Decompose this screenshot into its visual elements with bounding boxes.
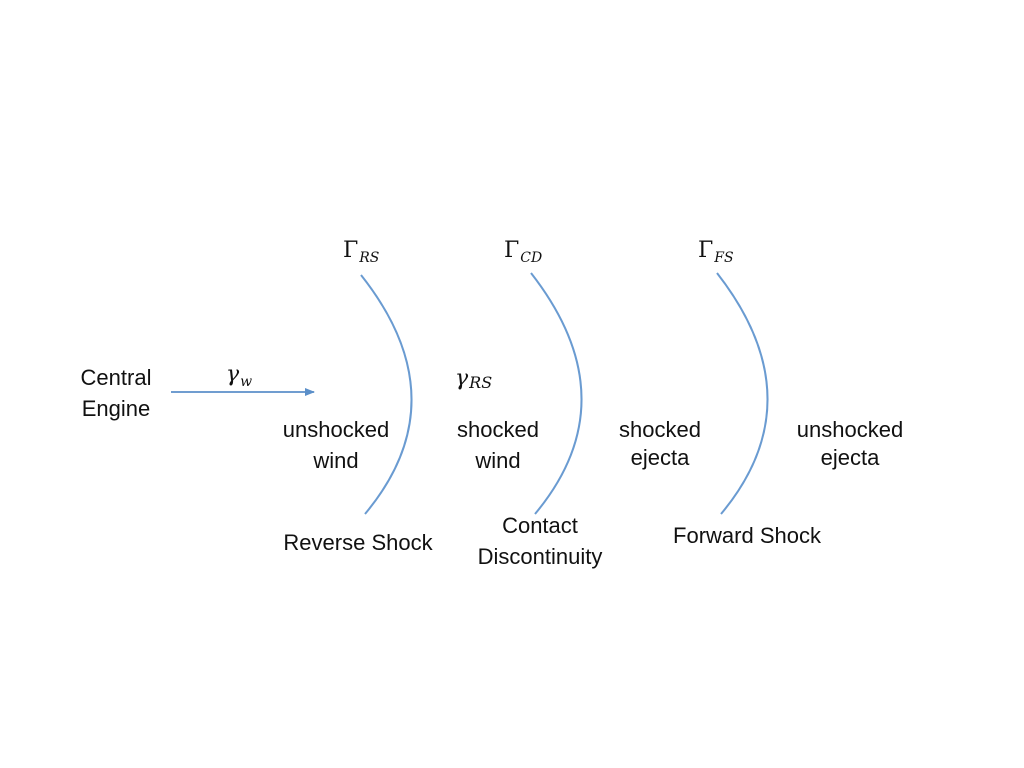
shocked-wind-lorentz-factor: γRS xyxy=(455,366,493,392)
gamma-cd-subscript: CD xyxy=(520,250,543,266)
forward-shock-label: Forward Shock xyxy=(654,520,840,551)
region-unshocked-ejecta: unshocked ejecta xyxy=(780,414,920,471)
region-shocked-ejecta: shocked ejecta xyxy=(598,414,722,471)
gamma-cd-symbol: Γ xyxy=(504,238,520,263)
central-engine-label: Central Engine xyxy=(66,362,166,424)
gamma-fs-symbol: Γ xyxy=(698,238,714,263)
region-label-line2: ejecta xyxy=(820,445,880,470)
region-label-line1: shocked xyxy=(619,417,701,442)
gamma-fs-subscript: FS xyxy=(714,250,734,266)
gamma-w-subscript: w xyxy=(240,374,253,390)
region-label-line1: unshocked xyxy=(796,417,904,442)
gamma-rs-subscript: RS xyxy=(359,250,380,266)
front-label-line1: Forward Shock xyxy=(673,523,821,548)
region-label-line1: unshocked xyxy=(282,417,390,442)
gamma-fs-label: ΓFS xyxy=(698,238,734,266)
front-label-line1: Reverse Shock xyxy=(283,530,433,555)
gamma-rs-lower-subscript: RS xyxy=(469,373,493,392)
contact-discontinuity-label: Contact Discontinuity xyxy=(460,510,620,572)
region-shocked-wind: shocked wind xyxy=(436,414,560,476)
front-label-line2: Discontinuity xyxy=(477,544,603,569)
wind-lorentz-factor: γw xyxy=(226,362,253,390)
region-label-line1: shocked xyxy=(457,417,539,442)
central-engine-line2: Engine xyxy=(81,396,151,421)
gamma-rs-lower-symbol: γ xyxy=(455,366,469,391)
contact-discontinuity-curve xyxy=(530,272,583,515)
reverse-shock-curve xyxy=(360,274,413,515)
front-label-line1: Contact xyxy=(502,513,578,538)
region-label-line2: ejecta xyxy=(630,445,690,470)
region-label-line2: wind xyxy=(475,448,521,473)
central-engine-line1: Central xyxy=(80,365,152,390)
gamma-cd-label: ΓCD xyxy=(504,238,543,266)
gamma-w-symbol: γ xyxy=(226,362,240,387)
forward-shock-curve xyxy=(716,272,769,515)
gamma-rs-symbol: Γ xyxy=(343,238,359,263)
region-unshocked-wind: unshocked wind xyxy=(266,414,406,476)
region-label-line2: wind xyxy=(313,448,359,473)
gamma-rs-label: ΓRS xyxy=(343,238,380,266)
reverse-shock-label: Reverse Shock xyxy=(268,527,448,558)
